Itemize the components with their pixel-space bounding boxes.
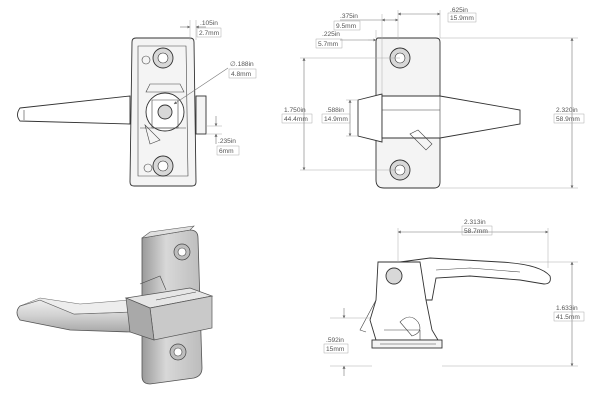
- dim-1633-mm: 41.5mm: [556, 314, 580, 321]
- dim-225-mm: 5.7mm: [318, 41, 339, 48]
- plan-view: [359, 257, 551, 349]
- plan-view-lever: [398, 257, 551, 301]
- dim-235-mm: 6mm: [219, 148, 234, 155]
- dim-2320-in: 2.320in: [556, 107, 578, 114]
- dim-105-in: .105in: [200, 20, 218, 27]
- dim-588-in: .588in: [326, 107, 344, 114]
- dim-188-mm: 4.8mm: [231, 71, 252, 78]
- front-view: [17, 37, 207, 187]
- front-view-dimensions: .105in 2.7mm ∅.188in 4.8mm .235in 6mm: [173, 20, 257, 156]
- dim-2320-mm: 58.9mm: [556, 116, 580, 123]
- dim-105-mm: 2.7mm: [199, 30, 220, 37]
- dim-1750-in: 1.750in: [284, 107, 306, 114]
- dim-592-mm: 15mm: [326, 346, 345, 353]
- dim-625-in: .625in: [450, 7, 468, 14]
- front-view-handle: [17, 95, 131, 125]
- side-view-dimensions: .375in 9.5mm .225in 5.7mm .625in 15.9mm …: [281, 7, 585, 189]
- isometric-view: [16, 225, 214, 385]
- side-view-lever: [381, 95, 521, 139]
- side-view-knob: [357, 93, 383, 143]
- dim-225-in: .225in: [322, 31, 340, 38]
- dim-588-mm: 14.9mm: [324, 116, 348, 123]
- dim-625-mm: 15.9mm: [450, 15, 474, 22]
- dim-2313-mm: 58.7mm: [464, 228, 488, 235]
- plan-view-dimensions: 2.313in 58.7mm 1.633in 41.5mm .592in 15m…: [323, 219, 585, 376]
- dim-375-in: .375in: [340, 13, 358, 20]
- dim-188-in: ∅.188in: [230, 61, 254, 68]
- dim-2313-in: 2.313in: [464, 219, 486, 226]
- dim-375-mm: 9.5mm: [336, 23, 357, 30]
- dim-235-in: .235in: [218, 138, 236, 145]
- dim-592-in: .592in: [326, 337, 344, 344]
- dim-1633-in: 1.633in: [556, 305, 578, 312]
- side-view: [357, 37, 521, 189]
- dim-1750-mm: 44.4mm: [284, 116, 308, 123]
